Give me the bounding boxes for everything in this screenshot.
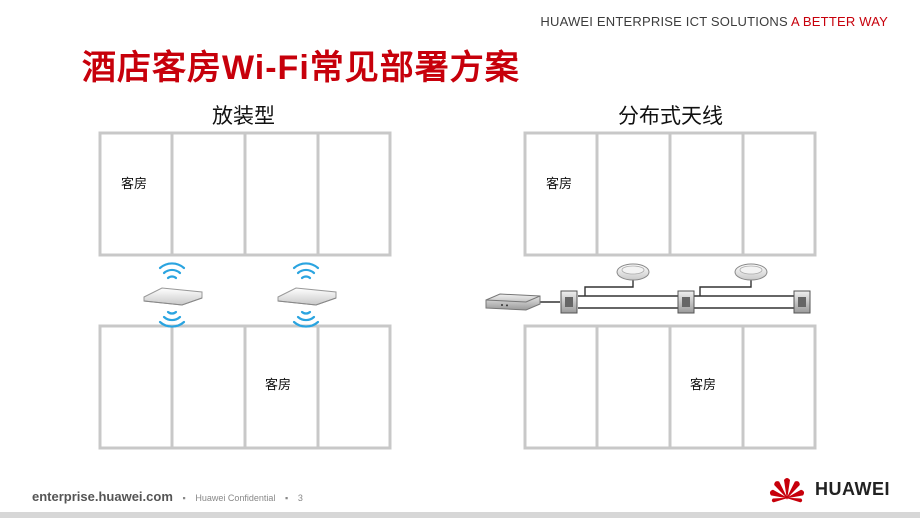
footer-separator: ▪ <box>285 493 289 503</box>
footer-url[interactable]: enterprise.huawei.com <box>32 489 173 504</box>
bottom-bar <box>0 512 920 518</box>
footer-page-number: 3 <box>297 493 303 503</box>
slide-title: 酒店客房Wi-Fi常见部署方案 <box>82 49 520 87</box>
footer-confidential: Huawei Confidential <box>195 493 276 503</box>
left-section-label: 放装型 <box>212 105 275 128</box>
huawei-logo-text: HUAWEI <box>815 478 890 499</box>
wifi-signal-icon <box>158 262 186 280</box>
access-point-icon <box>277 287 337 306</box>
antenna-icon <box>616 263 650 281</box>
left-room-label-top: 客房 <box>121 176 147 191</box>
footer-separator: ▪ <box>182 493 186 503</box>
left-room-label-bottom: 客房 <box>265 377 291 392</box>
splitter-icon <box>677 290 695 314</box>
huawei-logo: HUAWEI <box>767 474 890 504</box>
brand-prefix: HUAWEI ENTERPRISE ICT SOLUTIONS <box>540 14 788 29</box>
left-floorplan <box>98 131 392 450</box>
splitter-icon <box>793 290 811 314</box>
wifi-signal-icon <box>292 262 320 280</box>
access-point-icon <box>485 293 541 311</box>
right-room-label-bottom: 客房 <box>690 377 716 392</box>
antenna-icon <box>734 263 768 281</box>
access-point-icon <box>143 287 203 306</box>
splitter-icon <box>560 290 578 314</box>
right-floorplan <box>523 131 817 450</box>
wifi-signal-icon <box>158 310 186 328</box>
huawei-logo-icon <box>769 478 805 503</box>
right-section-label: 分布式天线 <box>618 105 723 128</box>
brand-suffix: A BETTER WAY <box>790 14 888 29</box>
antenna-cables <box>540 280 795 309</box>
header-brand-line: HUAWEI ENTERPRISE ICT SOLUTIONS A BETTER… <box>540 14 888 29</box>
footer-text: enterprise.huawei.com ▪ Huawei Confident… <box>32 489 303 504</box>
right-room-label-top: 客房 <box>546 176 572 191</box>
wifi-signal-icon <box>292 310 320 328</box>
